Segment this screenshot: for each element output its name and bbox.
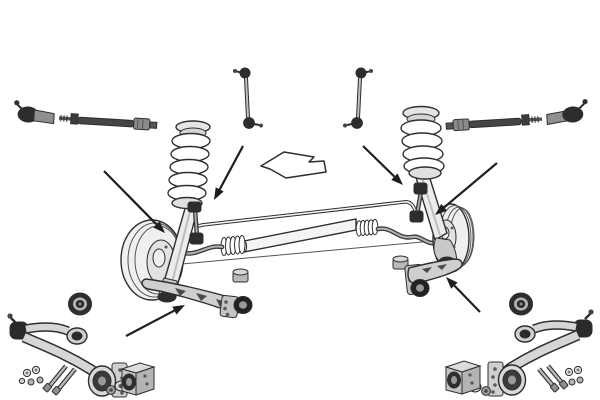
cube-bushing-left bbox=[120, 362, 156, 396]
steering-bellows-right bbox=[355, 218, 379, 237]
arrow-to-left-strut-hub bbox=[103, 170, 165, 233]
control-arm-installed-left bbox=[141, 268, 253, 319]
tie-rod-shaft-right bbox=[468, 117, 522, 129]
control-arm-right bbox=[487, 309, 594, 397]
stabilizer-link-right bbox=[343, 67, 373, 129]
control-arm-left bbox=[7, 313, 128, 398]
arrow-to-left-stabilizer-link bbox=[214, 145, 244, 200]
bolts-left bbox=[42, 364, 77, 396]
cube-bushing-right bbox=[444, 360, 482, 395]
direction-block-arrow bbox=[260, 151, 327, 179]
arrow-to-right-knuckle bbox=[435, 162, 498, 215]
bolts-right bbox=[537, 364, 569, 393]
stabilizer-link-installed-left bbox=[187, 201, 204, 245]
arrow-to-right-control-arm bbox=[446, 277, 481, 313]
washers-nuts-left bbox=[18, 365, 44, 386]
coil-spring-right bbox=[400, 119, 445, 180]
sway-bar bbox=[182, 200, 418, 228]
tie-rod-shaft-left bbox=[77, 116, 135, 128]
axial-joint-left bbox=[133, 117, 151, 131]
washers-nuts-right bbox=[564, 365, 584, 386]
coil-spring-left bbox=[167, 132, 211, 210]
steering-bellows-left bbox=[220, 235, 246, 256]
tie-rod-assembly-right bbox=[445, 99, 588, 132]
subframe-line bbox=[159, 240, 434, 267]
stabilizer-link-left bbox=[233, 67, 263, 129]
control-arm-kit-right bbox=[444, 292, 594, 397]
coil-spring-strut-left bbox=[157, 120, 211, 303]
control-arm-installed-right bbox=[392, 255, 463, 297]
round-bushing-left bbox=[68, 292, 92, 316]
tie-rod-assembly-left bbox=[14, 100, 158, 131]
steering-rack bbox=[158, 218, 437, 261]
arrow-to-right-strut bbox=[362, 145, 403, 185]
coil-spring-strut-right bbox=[400, 105, 457, 268]
stabilizer-link-installed-right bbox=[409, 182, 428, 223]
tie-rod-end-right bbox=[562, 106, 584, 123]
pointer-arrows bbox=[103, 145, 498, 337]
round-bushing-right bbox=[509, 292, 533, 316]
arrow-to-left-control-arm bbox=[125, 305, 185, 337]
control-arm-kit-left bbox=[7, 292, 156, 398]
axial-joint-right bbox=[452, 118, 470, 132]
